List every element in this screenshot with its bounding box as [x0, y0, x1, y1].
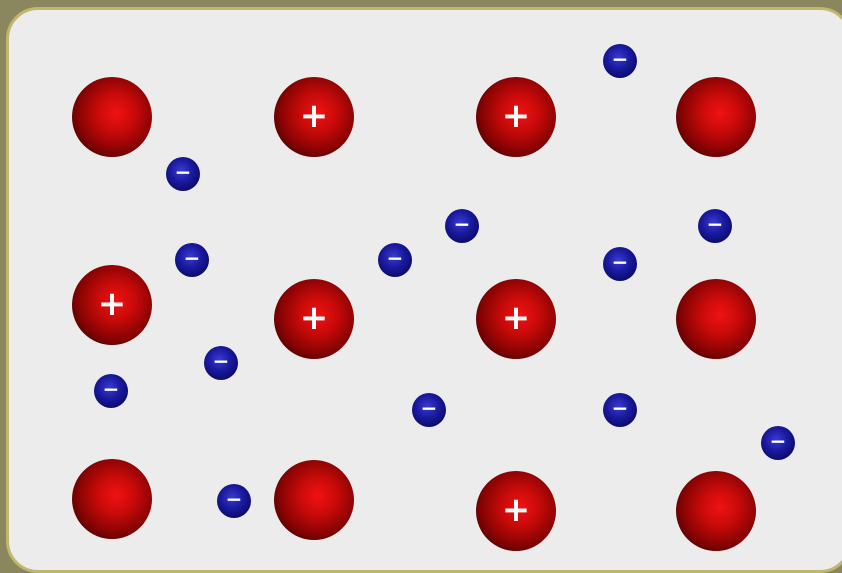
electron-charge-label: −: [421, 398, 438, 418]
electron: −: [603, 247, 637, 281]
diagram-panel: + + + + + + − − − − − −: [6, 7, 842, 573]
ion-r2c4: [676, 279, 756, 359]
ion-r3c4: [676, 471, 756, 551]
electron-charge-label: −: [175, 162, 192, 182]
electron-charge-label: −: [612, 252, 629, 272]
electron: −: [94, 374, 128, 408]
electron-charge-label: −: [387, 248, 404, 268]
electron: −: [378, 243, 412, 277]
electron-charge-label: −: [184, 248, 201, 268]
electron-charge-label: −: [770, 431, 787, 451]
ion-r1c4: [676, 77, 756, 157]
ion-r1c3: +: [476, 77, 556, 157]
electron: −: [603, 44, 637, 78]
electron: −: [445, 209, 479, 243]
electron-charge-label: −: [213, 351, 230, 371]
ion-r1c2: +: [274, 77, 354, 157]
electron-charge-label: −: [226, 489, 243, 509]
ion-charge-label: +: [502, 493, 531, 527]
ion-r2c1: +: [72, 265, 152, 345]
ion-r3c3: +: [476, 471, 556, 551]
electron-charge-label: −: [707, 214, 724, 234]
electron-charge-label: −: [103, 379, 120, 399]
ion-r3c2: [274, 460, 354, 540]
electron: −: [175, 243, 209, 277]
ion-r1c1: [72, 77, 152, 157]
ion-r2c2: +: [274, 279, 354, 359]
electron-charge-label: −: [612, 398, 629, 418]
ion-r3c1: [72, 459, 152, 539]
electron: −: [217, 484, 251, 518]
ion-charge-label: +: [300, 301, 329, 335]
ion-charge-label: +: [502, 301, 531, 335]
electron: −: [166, 157, 200, 191]
ion-r2c3: +: [476, 279, 556, 359]
electron: −: [412, 393, 446, 427]
electron: −: [204, 346, 238, 380]
electron: −: [603, 393, 637, 427]
ion-charge-label: +: [300, 99, 329, 133]
ion-charge-label: +: [98, 287, 127, 321]
electron: −: [698, 209, 732, 243]
electron-charge-label: −: [612, 49, 629, 69]
electron: −: [761, 426, 795, 460]
electron-charge-label: −: [454, 214, 471, 234]
ion-charge-label: +: [502, 99, 531, 133]
